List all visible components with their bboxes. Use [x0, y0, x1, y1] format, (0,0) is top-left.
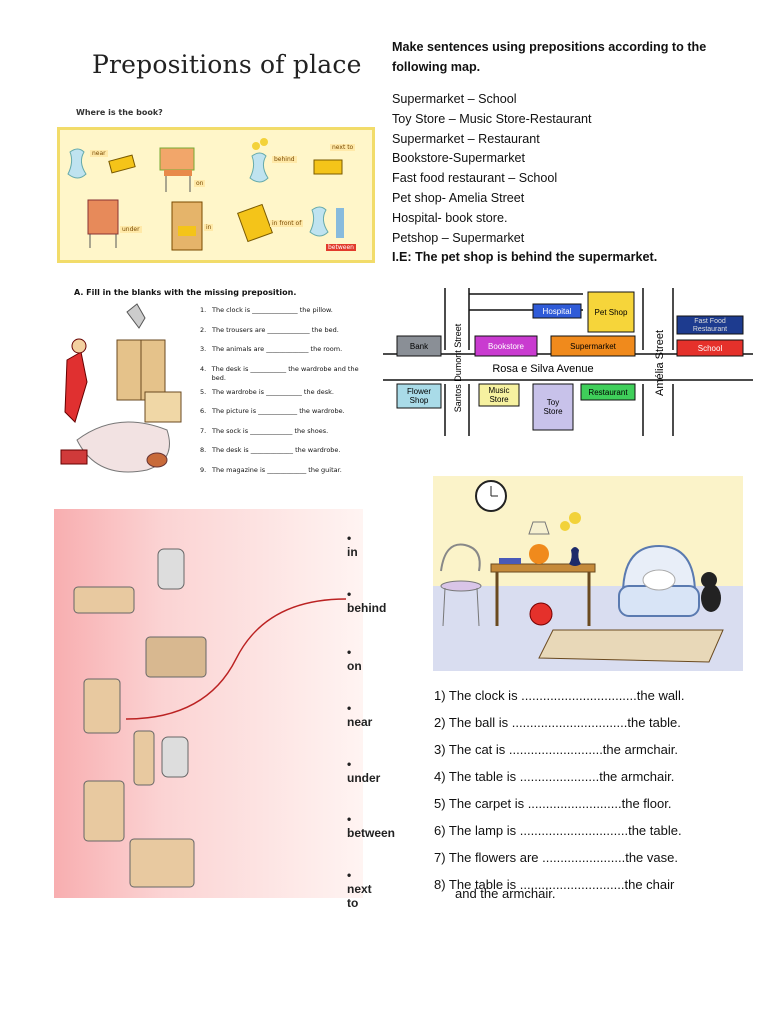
pair-item: Pet shop- Amelia Street: [392, 190, 525, 205]
hospital-block: [532, 303, 582, 319]
avenue-label: Rosa e Silva Avenue: [492, 363, 593, 375]
music-store-block: [478, 383, 520, 407]
fill-item: 7.The sock is _____________ the shoes.: [200, 426, 329, 435]
school-label: School: [698, 344, 723, 353]
sentence-item: 3) The cat is ..........................…: [434, 742, 678, 757]
fill-item: 9.The magazine is ____________ the guita…: [200, 465, 342, 474]
bookstore-block: [474, 335, 538, 357]
pairs-list: Supermarket – School Toy Store – Music S…: [392, 90, 657, 268]
label-in-front-of: in front of: [270, 220, 304, 227]
sentence-item: 4) The table is ......................th…: [434, 769, 675, 784]
pet-shop-block: [587, 291, 635, 333]
prep-option: under: [347, 757, 380, 785]
label-near: near: [90, 150, 108, 157]
fill-title: A. Fill in the blanks with the missing p…: [74, 288, 297, 297]
fast-food-block: [676, 315, 744, 335]
pair-item: Toy Store – Music Store-Restaurant: [392, 111, 592, 126]
sentence-item: 1) The clock is ........................…: [434, 688, 685, 703]
prep-option: on: [347, 645, 363, 673]
toy-store-block: [532, 383, 574, 431]
page-title: Prepositions of place: [92, 50, 362, 79]
room-scene: [433, 476, 743, 671]
sentence-item: 6) The lamp is .........................…: [434, 823, 682, 838]
school-block: [676, 339, 744, 357]
book-illustrations: [67, 138, 344, 251]
bank-block: [396, 335, 442, 357]
fill-item: 6.The picture is ____________ the wardro…: [200, 407, 345, 415]
sentence-list: 1) The clock is ........................…: [434, 682, 754, 901]
restaurant-label: Restaurant: [588, 388, 628, 397]
fill-item: 5.The wardrobe is ___________ the desk.: [200, 387, 334, 396]
fill-list: 1.The clock is ______________ the pillow…: [200, 306, 370, 485]
sentence-item: 2) The ball is .........................…: [434, 715, 681, 730]
fill-item: 3.The animals are _____________ the room…: [200, 345, 343, 353]
pet-shop-label: Pet Shop: [595, 308, 628, 317]
santos-street-label: Santos Dumont Street: [453, 323, 463, 412]
pair-item: Petshop – Supermarket: [392, 230, 525, 245]
messy-room-illustration: [60, 303, 182, 473]
label-between: between: [326, 244, 356, 251]
pair-item: Hospital- book store.: [392, 210, 508, 225]
sentence-item: 7) The flowers are .....................…: [434, 850, 678, 865]
supermarket-block: [550, 335, 636, 357]
book-question: Where is the book?: [76, 108, 163, 117]
matching-panel: in behind on near under between next to: [54, 509, 395, 910]
pair-item: Fast food restaurant – School: [392, 171, 558, 186]
example-sentence: I.E: The pet shop is behind the supermar…: [392, 250, 658, 265]
pair-item: Supermarket – School: [392, 92, 517, 106]
sentence-continuation: and the armchair.: [455, 886, 556, 901]
label-on: on: [194, 180, 206, 187]
sentence-item: 8) The table is ........................…: [434, 877, 675, 892]
bookstore-label: Bookstore: [488, 342, 525, 351]
label-in: in: [204, 224, 214, 231]
fill-item: 8.The desk is _____________ the wardrobe…: [200, 446, 341, 454]
pair-item: Bookstore-Supermarket: [392, 151, 525, 166]
flower-shop-line: Shop: [410, 396, 429, 405]
prep-option: in: [347, 531, 363, 559]
restaurant-block: [580, 383, 636, 401]
fill-item: 4.The desk is ___________ the wardrobe a…: [200, 364, 359, 382]
bank-label: Bank: [410, 342, 429, 351]
flower-shop-block: [396, 383, 442, 409]
supermarket-label: Supermarket: [570, 342, 617, 351]
flower-shop-line: Flower: [407, 387, 431, 396]
prep-option: behind: [347, 587, 386, 615]
fast-food-line: Restaurant: [693, 326, 727, 333]
pair-item: Supermarket – Restaurant: [392, 131, 540, 146]
prep-option: between: [347, 812, 395, 840]
fill-item: 1.The clock is ______________ the pillow…: [200, 306, 333, 314]
prep-option: near: [347, 701, 372, 729]
label-under: under: [120, 226, 142, 233]
music-store-line: Store: [489, 395, 509, 404]
prep-option: next to: [347, 868, 372, 910]
matching-illustrations: [73, 548, 347, 888]
label-next-to: next to: [330, 144, 356, 151]
where-is-book-panel: near on behind next to under in in front…: [57, 127, 375, 263]
sentence-item: 5) The carpet is .......................…: [434, 796, 672, 811]
fast-food-line: Fast Food: [694, 318, 726, 325]
hospital-label: Hospital: [543, 307, 572, 316]
music-store-line: Music: [489, 386, 510, 395]
fill-item: 2.The trousers are _____________ the bed…: [200, 325, 339, 334]
toy-store-line: Toy: [547, 398, 559, 407]
label-behind: behind: [272, 156, 297, 163]
toy-store-line: Store: [543, 407, 563, 416]
amelia-street-label: Amélia Street: [654, 330, 666, 396]
instructions: Make sentences using prepositions accord…: [392, 40, 707, 74]
